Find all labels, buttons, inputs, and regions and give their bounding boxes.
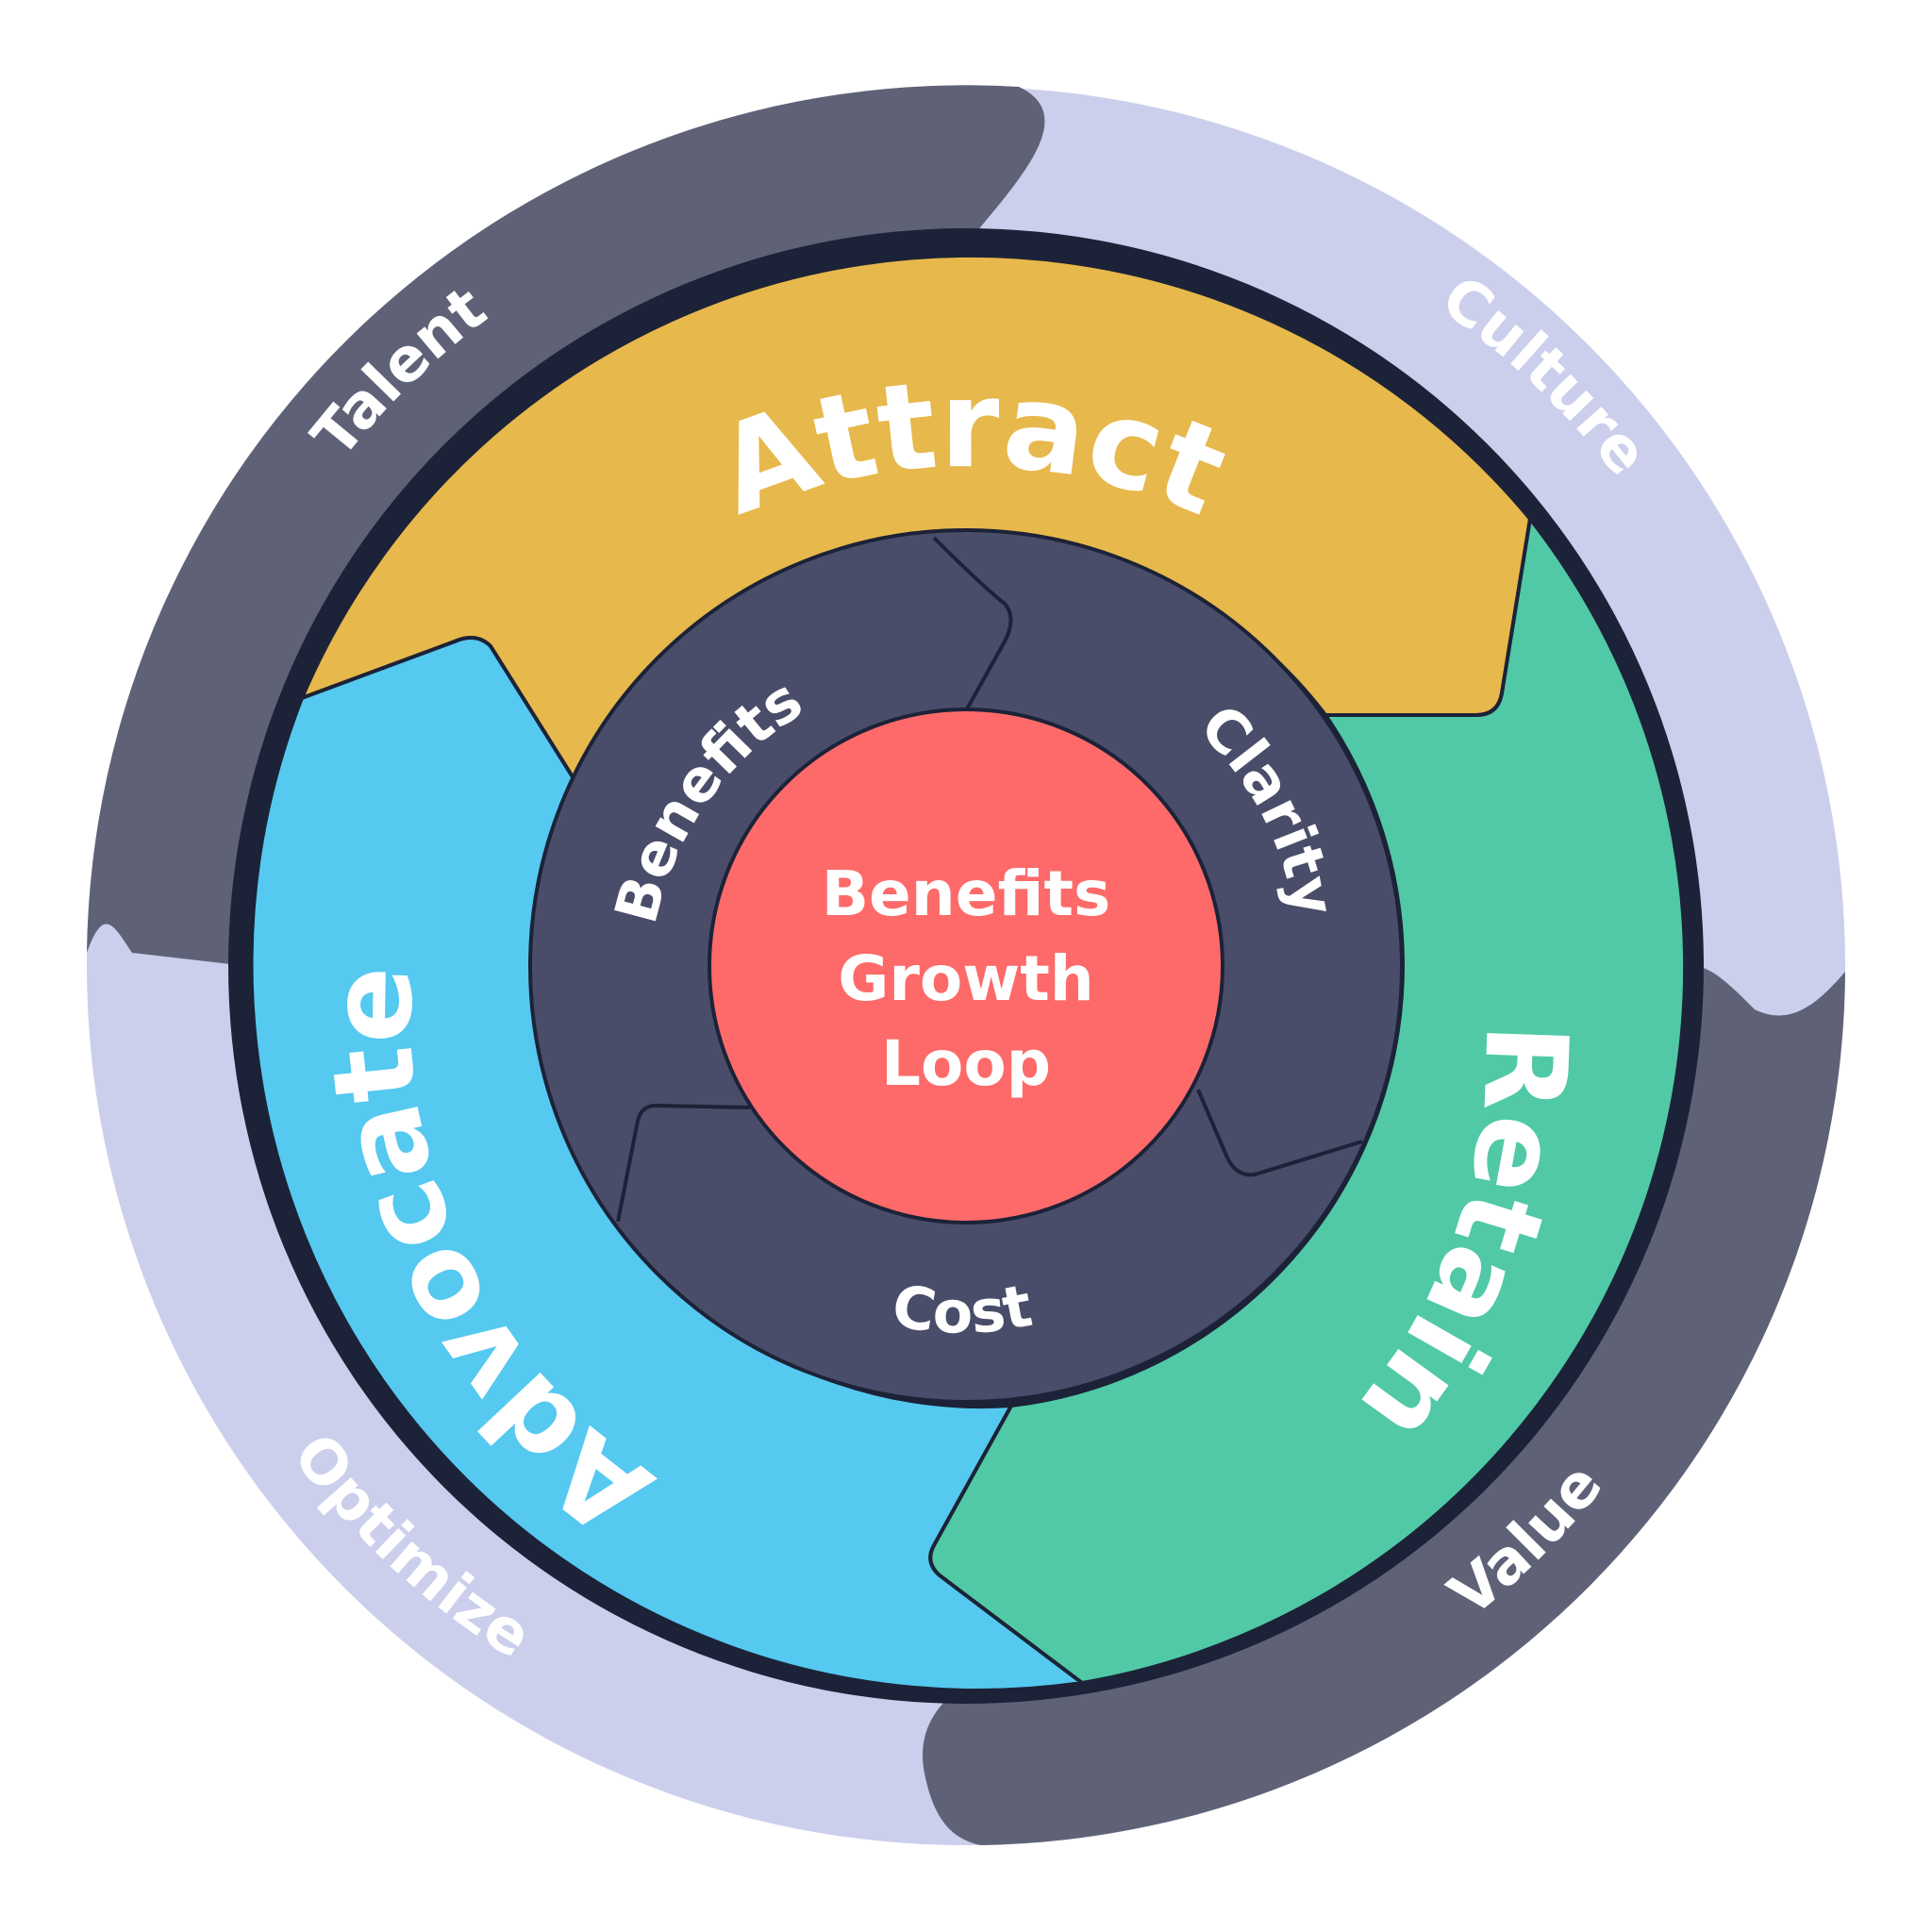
outer-ring-value-segment [923, 965, 1845, 1845]
center-line-1: Benefits [822, 858, 1111, 930]
hub-label-cost: Cost [888, 1271, 1038, 1347]
hub-dividers [616, 536, 1363, 1223]
center-circle [708, 708, 1224, 1224]
outer-ring-talent-segment [87, 85, 1045, 967]
center-line-3: Loop [881, 1027, 1051, 1100]
svg-text:Cost: Cost [888, 1271, 1038, 1347]
center-line-2: Growth [838, 942, 1094, 1015]
